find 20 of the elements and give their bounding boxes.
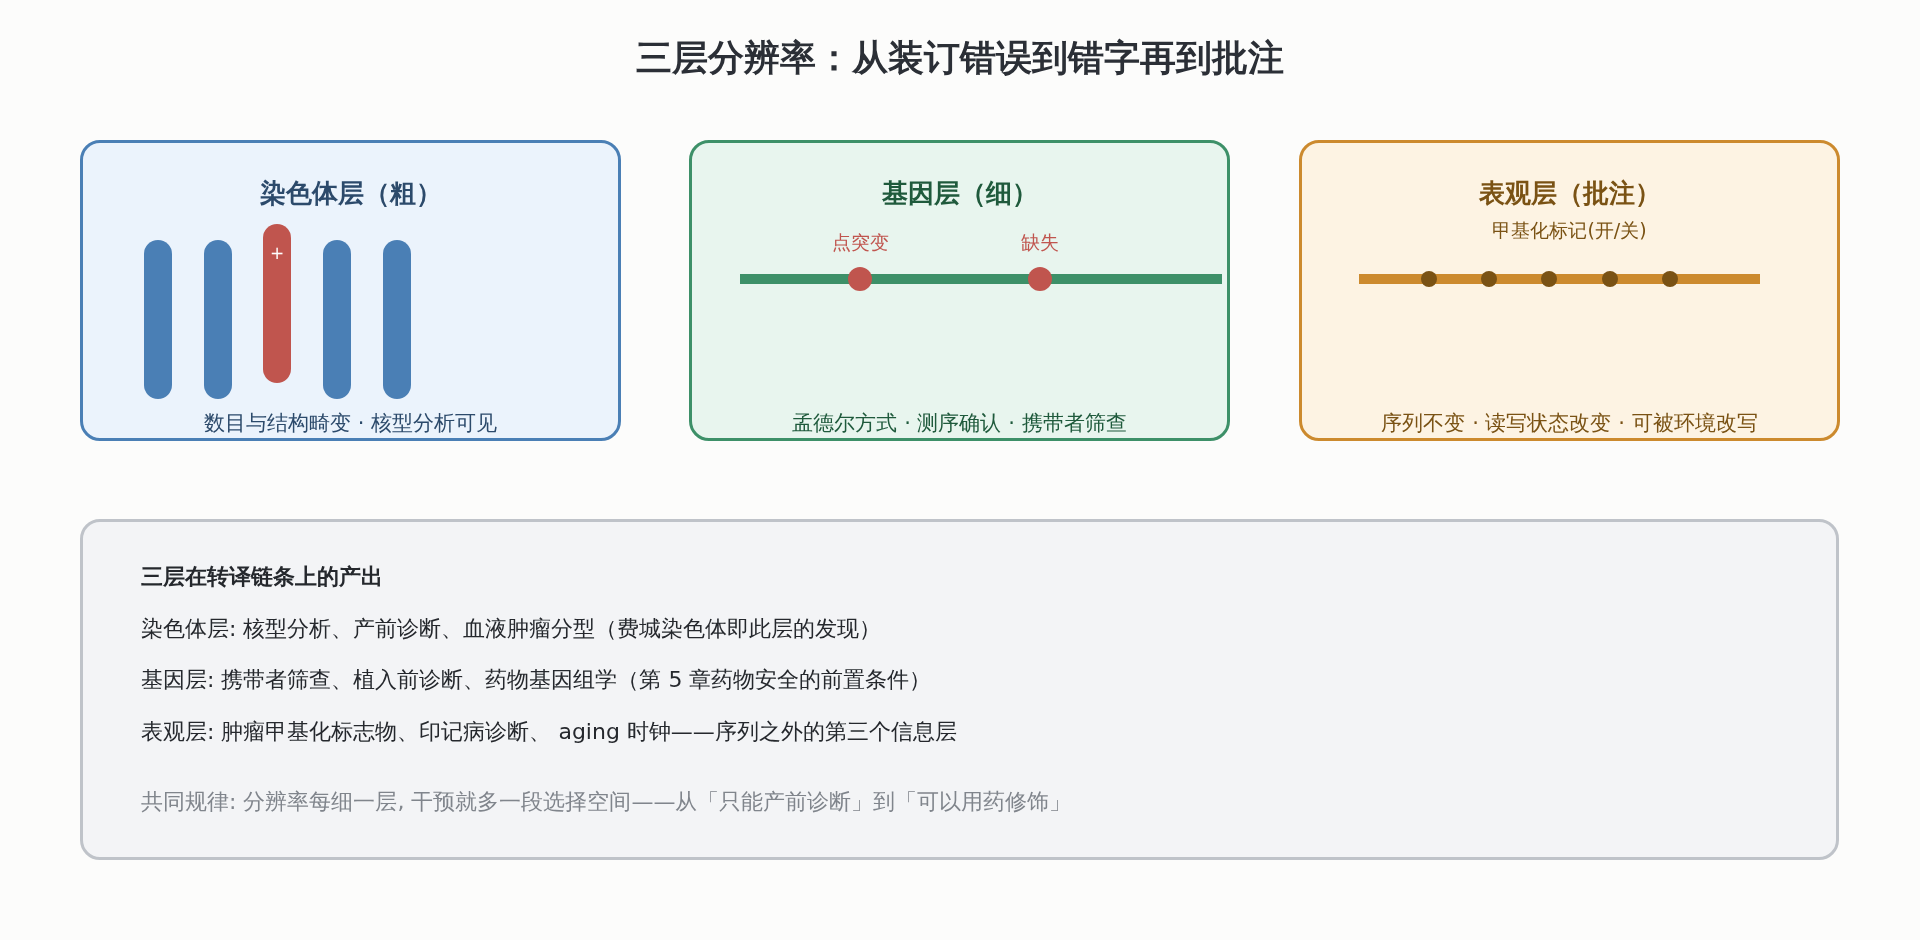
methylation-label: 甲基化标记(开/关) <box>1492 218 1647 243</box>
panel-caption: 孟德尔方式 · 测序确认 · 携带者筛查 <box>792 410 1127 437</box>
summary-panel <box>80 519 1839 860</box>
layer-panel <box>80 140 621 441</box>
plus-sign: + <box>269 243 285 263</box>
panel-heading: 三层在转译链条上的产出 <box>141 563 383 591</box>
title: 三层分辨率：从装订错误到错字再到批注 <box>636 36 1284 80</box>
panel-heading: 表观层（批注） <box>1478 177 1661 210</box>
layer-panel <box>1299 140 1840 441</box>
list-item: 染色体层: 核型分析、产前诊断、血液肿瘤分型（费城染色体即此层的发现） <box>141 615 882 643</box>
note-text: 共同规律: 分辨率每细一层, 干预就多一段选择空间——从「只能产前诊断」到「可以用药修饰」 <box>141 788 1072 816</box>
panel-heading: 染色体层（粗） <box>259 177 442 210</box>
list-item: 表观层: 肿瘤甲基化标志物、印记病诊断、 aging 时钟——序列之外的第三个信息层 <box>141 718 957 746</box>
panel-caption: 数目与结构畸变 · 核型分析可见 <box>204 410 497 437</box>
mutation-label: 点突变 <box>831 230 889 255</box>
panel-caption: 序列不变 · 读写状态改变 · 可被环境改写 <box>1381 410 1758 437</box>
layer-panel <box>689 140 1230 441</box>
mutation-label: 缺失 <box>1021 230 1059 255</box>
panel-heading: 基因层（细） <box>881 177 1038 210</box>
list-item: 基因层: 携带者筛查、植入前诊断、药物基因组学（第 5 章药物安全的前置条件） <box>141 666 932 694</box>
